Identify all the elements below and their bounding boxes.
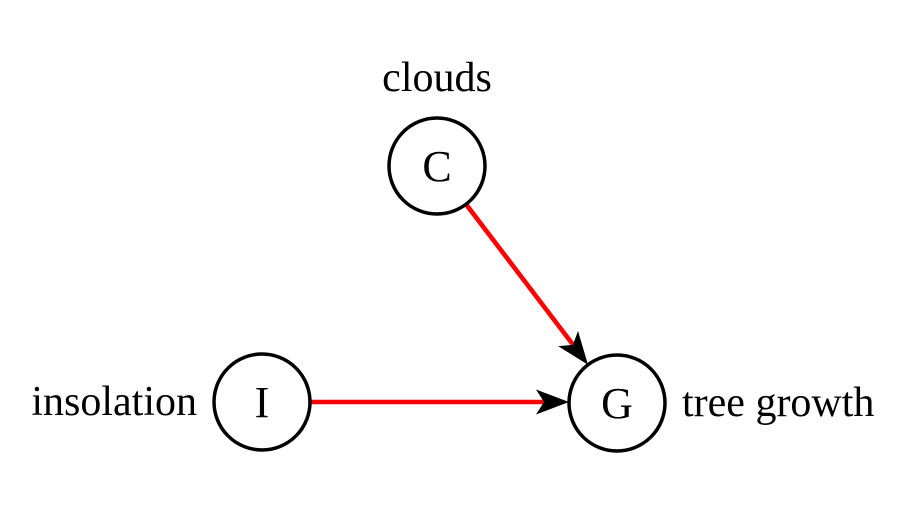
arrowhead-c-to-g-icon <box>558 331 588 365</box>
edge-c-to-g <box>464 202 588 365</box>
node-g-caption: tree growth <box>682 380 874 426</box>
node-tree-growth: G tree growth <box>567 353 874 453</box>
node-g-letter: G <box>601 379 633 428</box>
edge-i-to-g <box>310 389 569 415</box>
node-i-caption: insolation <box>31 379 197 425</box>
node-c-letter: C <box>422 142 451 191</box>
node-c-circle <box>387 116 487 216</box>
arrowhead-i-to-g-icon <box>536 389 569 415</box>
node-i-circle <box>212 352 312 452</box>
edge-c-to-g-line <box>464 202 576 348</box>
node-insolation: I insolation <box>31 352 312 452</box>
node-g-circle <box>567 353 667 453</box>
node-i-letter: I <box>255 378 270 427</box>
node-clouds: C clouds <box>382 55 492 216</box>
node-c-caption: clouds <box>382 55 492 101</box>
